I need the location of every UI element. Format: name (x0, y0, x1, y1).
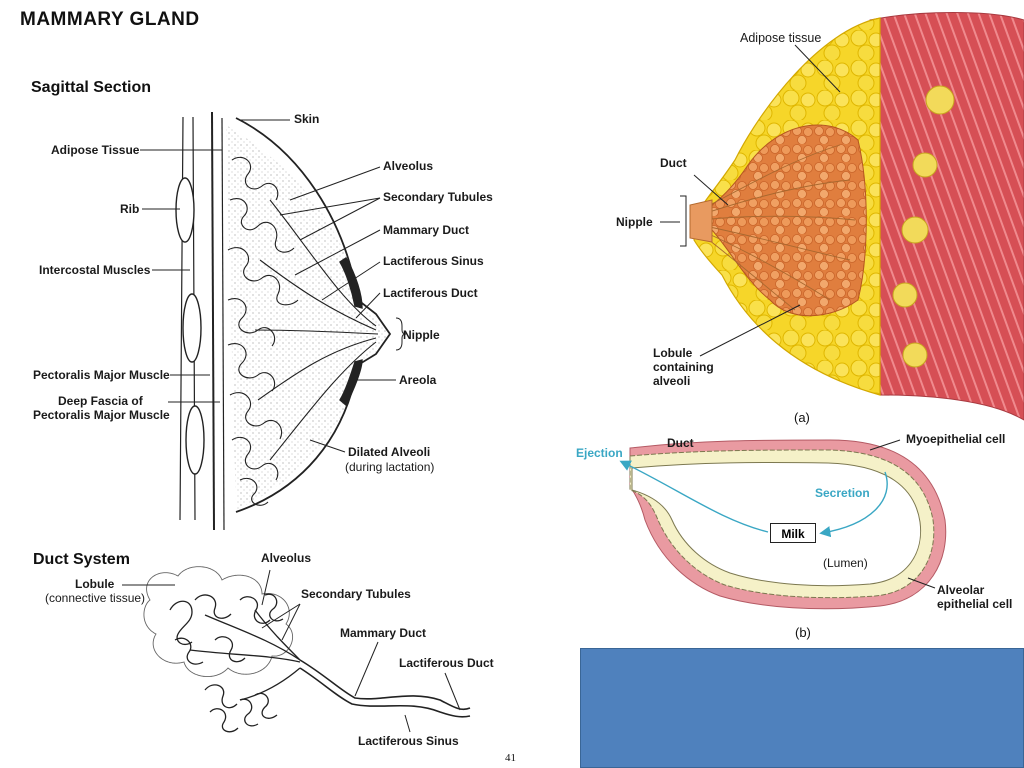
label-dilated-alveoli: Dilated Alveoli (348, 445, 431, 459)
figure-a-illustration (660, 12, 1024, 421)
label-skin: Skin (294, 112, 320, 126)
label-deep-fascia-2: Pectoralis Major Muscle (33, 408, 170, 422)
label-deep-fascia-1: Deep Fascia of (58, 394, 143, 408)
label-lactiferous-duct: Lactiferous Duct (383, 286, 478, 300)
label-duct-mammary-duct: Mammary Duct (340, 626, 427, 640)
label-b-ejection: Ejection (576, 446, 623, 460)
label-a-adipose-tissue: Adipose tissue (740, 31, 822, 45)
label-b-duct: Duct (667, 436, 694, 450)
label-lactiferous-sinus: Lactiferous Sinus (383, 254, 484, 268)
label-duct-lactiferous-duct: Lactiferous Duct (399, 656, 494, 670)
duct-system-heading: Duct System (33, 551, 130, 568)
label-secondary-tubules: Secondary Tubules (383, 190, 493, 204)
label-b-alveolar: Alveolar (937, 583, 985, 597)
label-b-secretion: Secretion (815, 486, 870, 500)
label-a-nipple: Nipple (616, 215, 653, 229)
label-a-duct: Duct (660, 156, 687, 170)
label-duct-lactiferous-sinus: Lactiferous Sinus (358, 734, 459, 748)
label-during-lactation: (during lactation) (345, 460, 435, 474)
blue-content-panel (580, 648, 1024, 768)
label-mammary-duct: Mammary Duct (383, 223, 470, 237)
sagittal-section-drawing (175, 111, 392, 531)
page-number: 41 (505, 752, 516, 764)
label-rib: Rib (120, 202, 140, 216)
label-connective-tissue: (connective tissue) (45, 591, 146, 605)
duct-system-drawing (122, 566, 471, 733)
label-pectoralis-major: Pectoralis Major Muscle (33, 368, 170, 382)
label-areola: Areola (399, 373, 437, 387)
label-b-epithelial-cell: epithelial cell (937, 597, 1013, 611)
label-b-milk-box: Milk (770, 523, 816, 543)
sagittal-heading: Sagittal Section (31, 79, 152, 96)
sagittal-leader-lines (140, 119, 407, 453)
label-lobule: Lobule (75, 577, 115, 591)
label-duct-alveolus: Alveolus (261, 551, 312, 565)
label-a-lobule: Lobule (653, 346, 693, 360)
label-nipple: Nipple (403, 328, 440, 342)
figure-b-caption: (b) (795, 625, 811, 640)
label-a-containing: containing (653, 360, 714, 374)
label-duct-secondary-tubules: Secondary Tubules (301, 587, 411, 601)
label-b-myoepithelial-cell: Myoepithelial cell (906, 432, 1006, 446)
label-intercostal-muscles: Intercostal Muscles (39, 263, 151, 277)
figure-a-caption: (a) (794, 410, 810, 425)
label-a-alveoli: alveoli (653, 374, 691, 388)
label-adipose-tissue: Adipose Tissue (51, 143, 140, 157)
label-b-lumen: (Lumen) (823, 556, 868, 570)
label-alveolus: Alveolus (383, 159, 434, 173)
slide-title: MAMMARY GLAND (20, 9, 200, 30)
